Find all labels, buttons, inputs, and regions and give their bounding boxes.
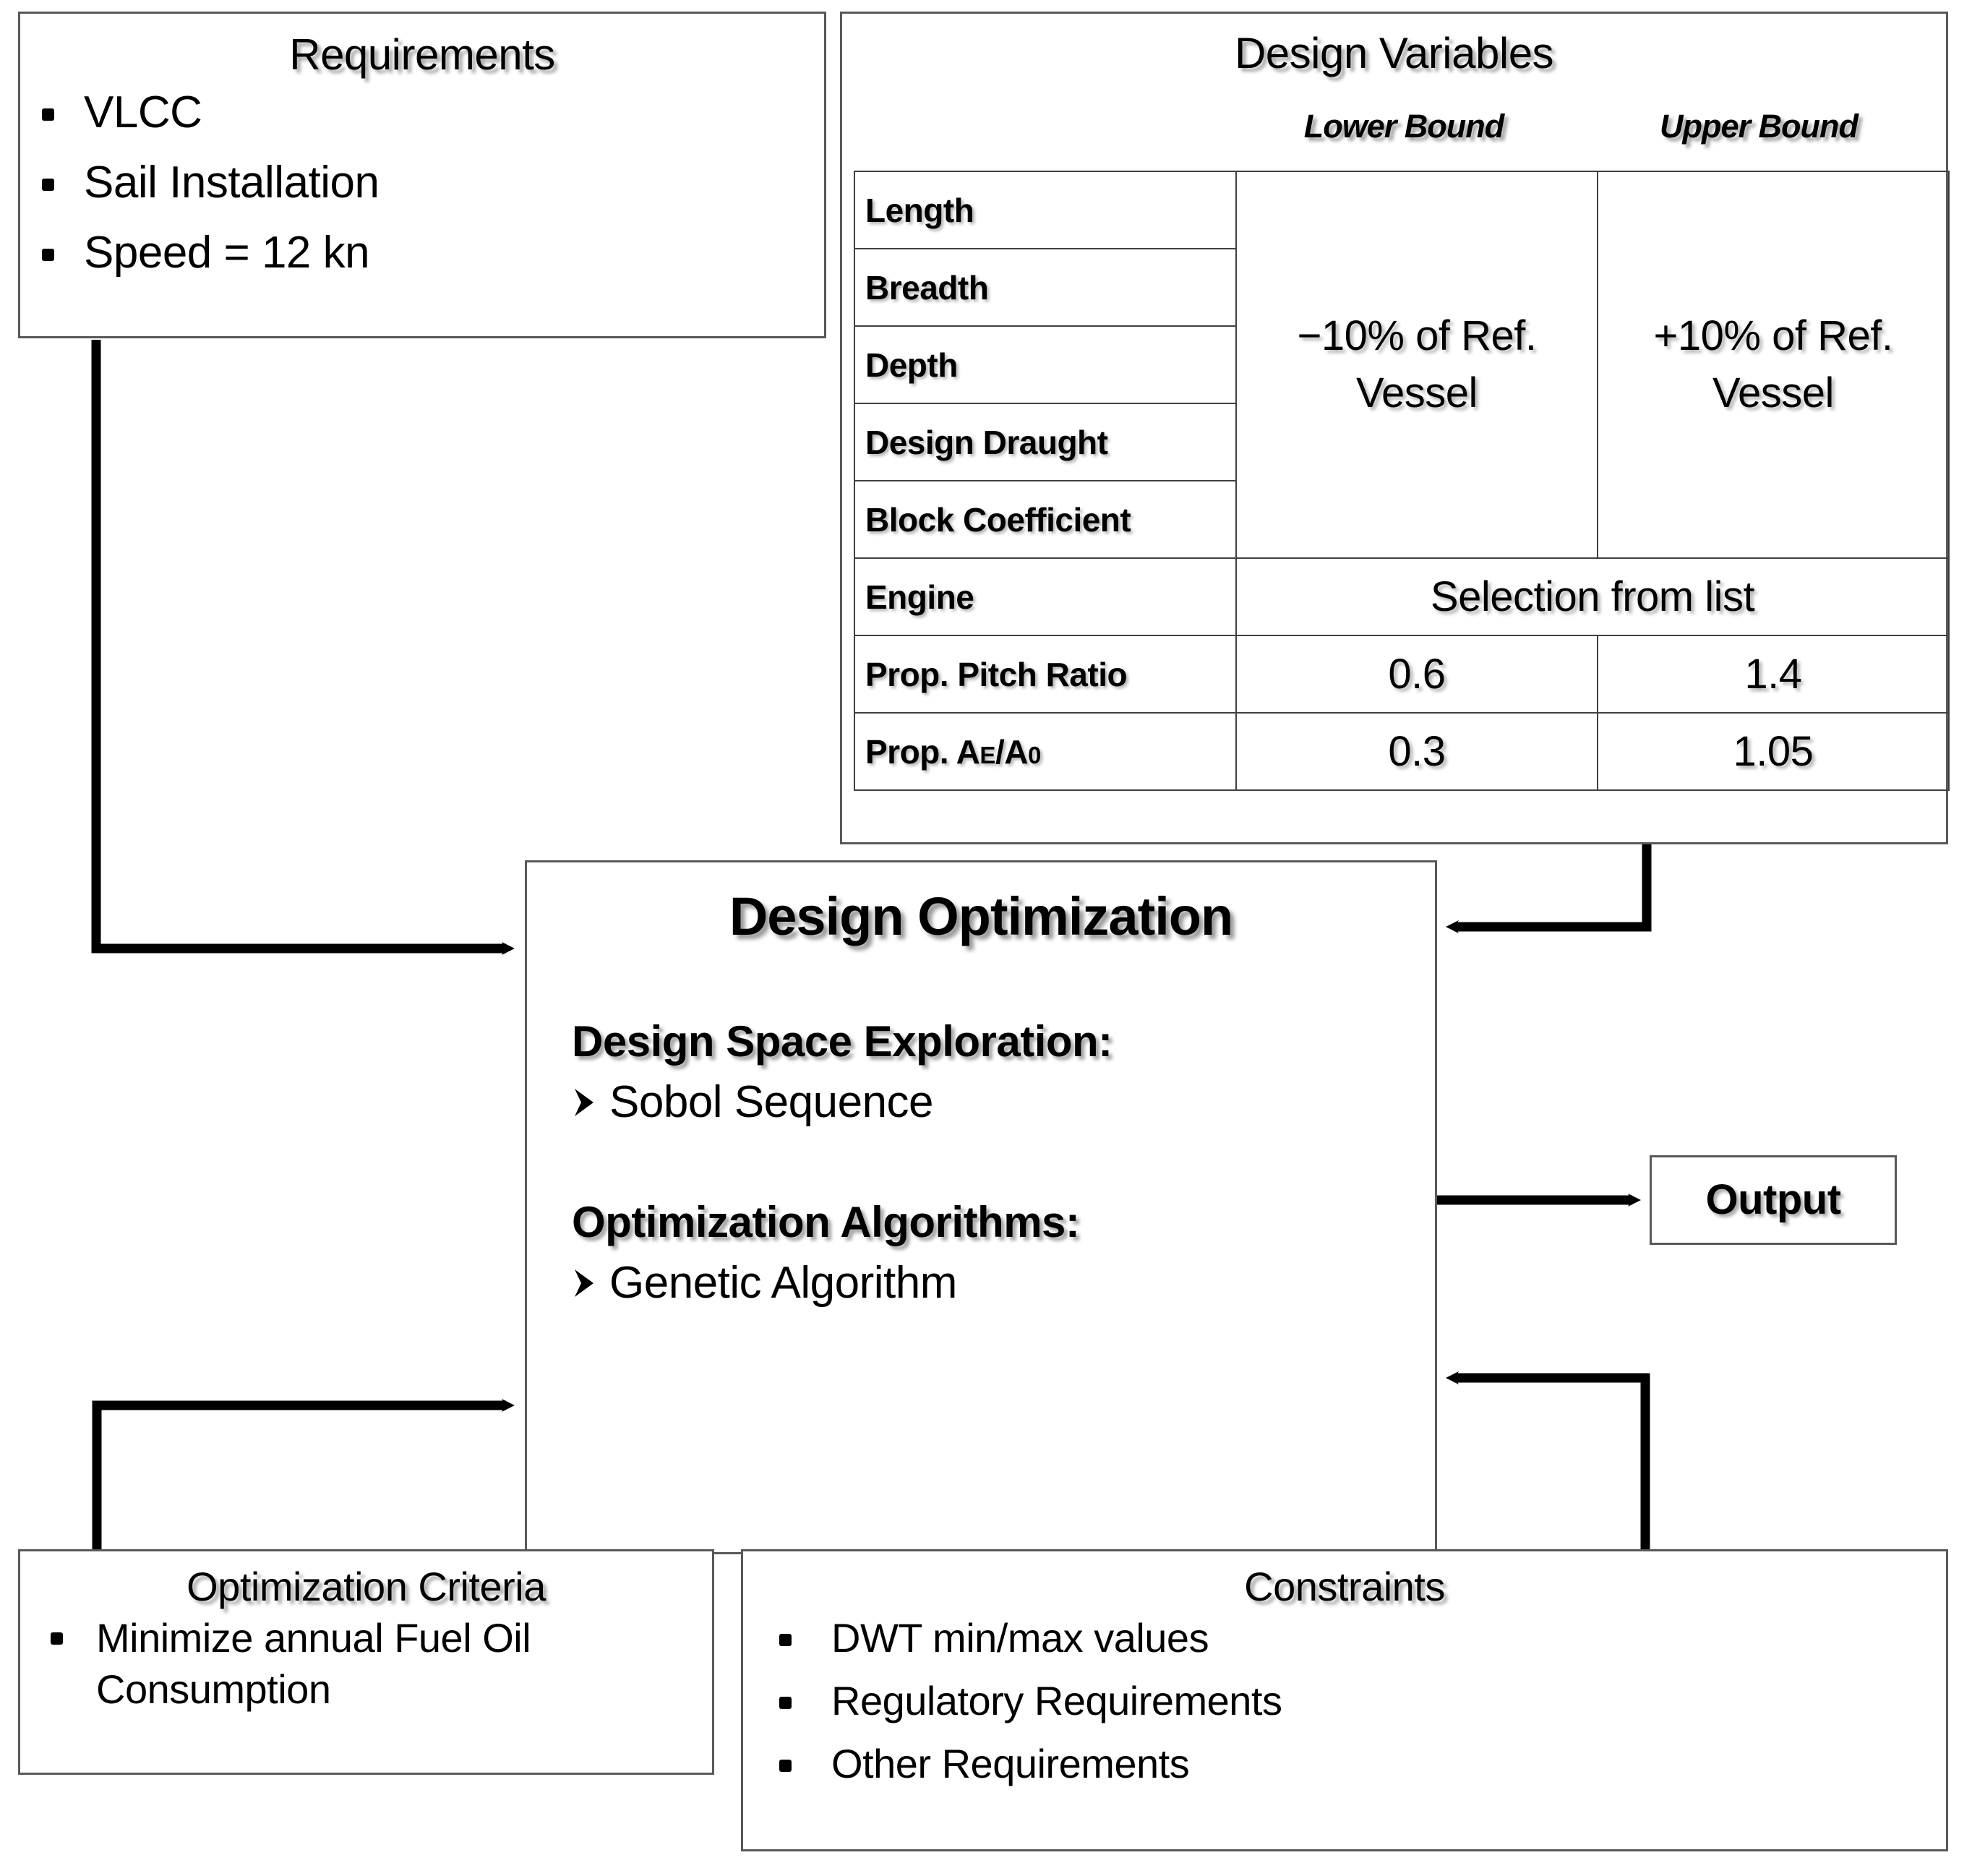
requirements-item-1: Sail Installation — [84, 158, 380, 207]
design-variables-column-headers: Lower Bound Upper Bound — [854, 108, 1934, 145]
bullet-icon — [779, 1696, 792, 1709]
table-row: Prop. AE/A0 0.3 1.05 — [854, 712, 1950, 791]
cell-prop-pitch-ratio-lower: 0.6 — [1235, 635, 1598, 714]
output-box: Output — [1650, 1155, 1897, 1245]
constraints-list: DWT min/max values Regulatory Requiremen… — [743, 1614, 1946, 1787]
connector-constraints-to-design-optimization — [1446, 1371, 1650, 1549]
row-label-depth: Depth — [854, 325, 1237, 404]
column-header-upper-bound: Upper Bound — [1660, 108, 1859, 145]
design-space-exploration-item-0: Sobol Sequence — [609, 1077, 934, 1127]
design-variables-title: Design Variables — [1234, 29, 1554, 77]
optimization-criteria-item-0: Minimize annual Fuel Oil Consumption — [96, 1615, 531, 1712]
design-space-exploration-heading: Design Space Exploration: — [572, 1017, 1113, 1066]
bullet-icon — [779, 1633, 792, 1646]
table-row: Length −10% of Ref. Vessel +10% of Ref. … — [854, 171, 1950, 559]
table-row: Depth — [854, 325, 1949, 404]
cell-prop-pitch-ratio-upper: 1.4 — [1597, 635, 1950, 714]
optimization-algorithms-item-0: Genetic Algorithm — [609, 1258, 957, 1308]
design-optimization-box: Design Optimization Design Space Explora… — [525, 860, 1437, 1554]
constraints-item-1: Regulatory Requirements — [831, 1678, 1282, 1723]
list-item: DWT min/max values — [743, 1614, 1946, 1661]
list-item: Speed = 12 kn — [20, 227, 824, 278]
requirements-item-2: Speed = 12 kn — [84, 228, 370, 278]
table-row: Breadth — [854, 248, 1949, 327]
cell-prop-ae-a0-upper: 1.05 — [1597, 712, 1950, 791]
optimization-criteria-list: Minimize annual Fuel Oil Consumption — [20, 1613, 712, 1715]
list-item: Other Requirements — [743, 1740, 1946, 1787]
design-space-exploration-group: Design Space Exploration: Sobol Sequence — [572, 1016, 1435, 1128]
optimization-algorithms-group: Optimization Algorithms: Genetic Algorit… — [572, 1197, 1435, 1309]
requirements-list: VLCC Sail Installation Speed = 12 kn — [20, 87, 824, 278]
list-item: Sail Installation — [20, 157, 824, 208]
bullet-icon — [42, 248, 54, 261]
optimization-criteria-box: Optimization Criteria Minimize annual Fu… — [18, 1549, 714, 1775]
requirements-title: Requirements — [289, 30, 555, 79]
list-item: Genetic Algorithm — [572, 1257, 1435, 1309]
bullet-icon — [42, 178, 54, 191]
row-label-prop-pitch-ratio: Prop. Pitch Ratio — [854, 635, 1237, 714]
row-label-prop-ae-a0: Prop. AE/A0 — [854, 712, 1237, 791]
connector-design-variables-to-design-optimization — [1446, 844, 1652, 933]
design-optimization-title: Design Optimization — [729, 886, 1233, 946]
cell-prop-ae-a0-lower: 0.3 — [1235, 712, 1598, 791]
header-spacer — [854, 108, 1224, 145]
optimization-criteria-title: Optimization Criteria — [187, 1564, 546, 1609]
constraints-title: Constraints — [1244, 1564, 1445, 1609]
row-label-engine: Engine — [854, 557, 1237, 636]
cell-upper-bound-merged: +10% of Ref. Vessel — [1597, 171, 1950, 559]
requirements-box: Requirements VLCC Sail Installation Spee… — [18, 12, 826, 338]
arrow-bullet-icon — [572, 1087, 596, 1118]
table-row: Design Draught — [854, 403, 1949, 481]
bullet-icon — [51, 1632, 63, 1645]
list-item: Regulatory Requirements — [743, 1677, 1946, 1724]
list-item: VLCC — [20, 87, 824, 138]
prop-mid: /A — [995, 732, 1029, 771]
cell-lower-bound-merged: −10% of Ref. Vessel — [1235, 171, 1598, 559]
requirements-item-0: VLCC — [84, 87, 202, 137]
list-item: Sobol Sequence — [572, 1076, 1435, 1128]
design-variables-box: Design Variables Lower Bound Upper Bound… — [840, 12, 1950, 844]
column-header-lower-bound: Lower Bound — [1303, 108, 1504, 145]
connector-requirements-to-design-optimization — [91, 340, 515, 955]
cell-engine-value: Selection from list — [1235, 557, 1950, 636]
table-row: Engine Selection from list — [854, 557, 1950, 636]
constraints-item-0: DWT min/max values — [831, 1615, 1209, 1661]
row-label-block-coefficient: Block Coefficient — [854, 480, 1237, 559]
table-row: Prop. Pitch Ratio 0.6 1.4 — [854, 635, 1950, 714]
prop-prefix: Prop. A — [865, 732, 980, 771]
optimization-algorithms-heading: Optimization Algorithms: — [572, 1198, 1080, 1246]
bullet-icon — [42, 108, 54, 121]
row-label-design-draught: Design Draught — [854, 403, 1237, 481]
arrow-bullet-icon — [572, 1267, 596, 1299]
row-label-length: Length — [854, 171, 1237, 249]
design-variables-table: Length −10% of Ref. Vessel +10% of Ref. … — [854, 171, 1950, 791]
list-item: Minimize annual Fuel Oil Consumption — [20, 1613, 712, 1715]
prop-sub-zero: 0 — [1027, 742, 1041, 769]
output-label: Output — [1705, 1176, 1841, 1223]
connector-optimization-criteria-to-design-optimization — [92, 1399, 515, 1549]
constraints-box: Constraints DWT min/max values Regulator… — [741, 1549, 1948, 1851]
bullet-icon — [779, 1759, 792, 1772]
row-label-breadth: Breadth — [854, 248, 1237, 327]
constraints-item-2: Other Requirements — [831, 1741, 1190, 1786]
prop-sub-e: E — [979, 742, 995, 769]
table-row: Block Coefficient — [854, 480, 1949, 559]
